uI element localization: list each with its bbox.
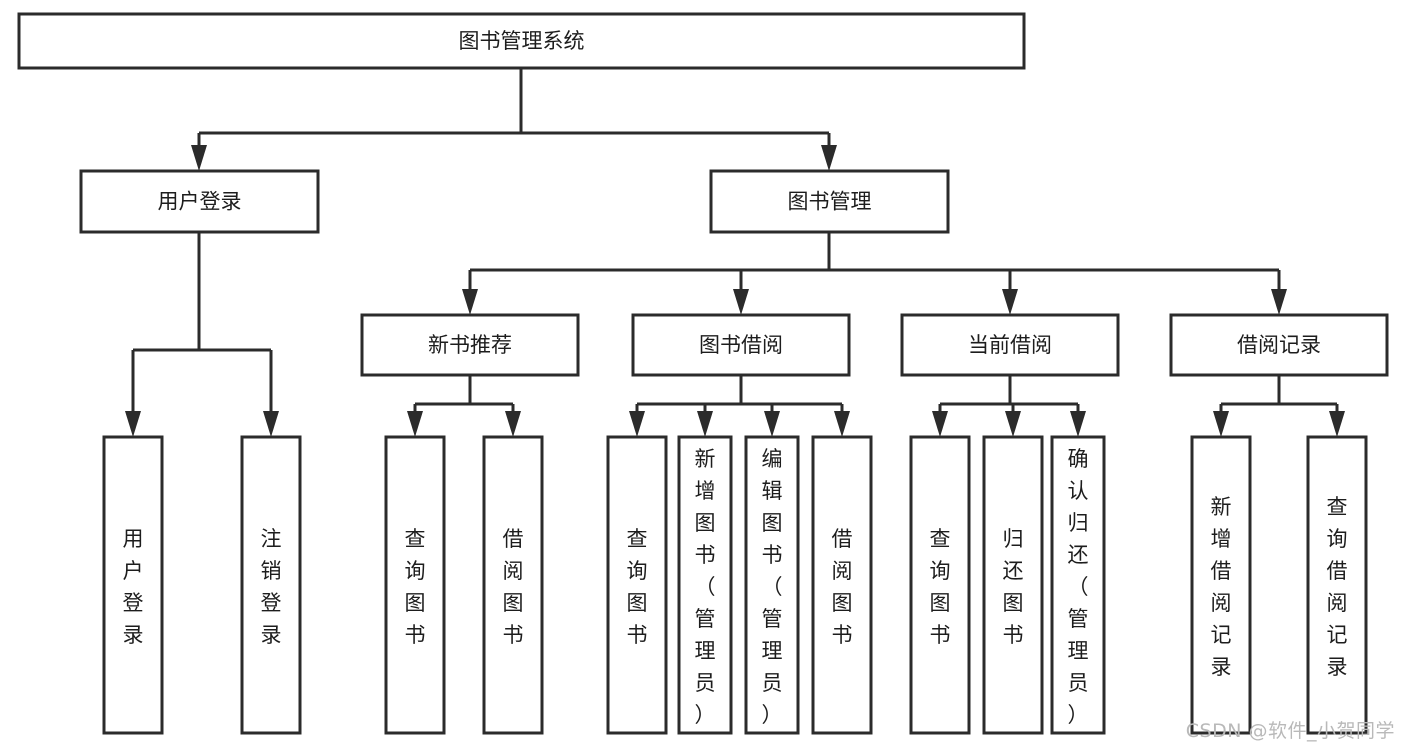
node-label: 用户登录 bbox=[158, 190, 242, 214]
arrow-head bbox=[764, 411, 780, 437]
arrow-head bbox=[697, 411, 713, 437]
node-new-book-rec[interactable]: 新书推荐 bbox=[360, 313, 580, 377]
arrow-head bbox=[1329, 411, 1345, 437]
node-label: 编辑图书（管理员） bbox=[762, 447, 783, 727]
node-book-manage[interactable]: 图书管理 bbox=[709, 169, 950, 234]
node-box[interactable] bbox=[709, 169, 950, 234]
node-label: 归还图书 bbox=[1003, 527, 1024, 647]
node-leaf-add-book-admin[interactable]: 新增图书（管理员） bbox=[677, 435, 733, 735]
node-box[interactable] bbox=[900, 313, 1120, 377]
node-label: 借阅图书 bbox=[503, 527, 524, 647]
node-layer: 图书管理系统用户登录图书管理新书推荐图书借阅当前借阅借阅记录用户登录注销登录查询… bbox=[17, 12, 1389, 735]
node-leaf-edit-book-admin[interactable]: 编辑图书（管理员） bbox=[744, 435, 800, 735]
node-box[interactable] bbox=[384, 435, 446, 735]
connector-layer bbox=[125, 68, 1345, 437]
node-label: 注销登录 bbox=[261, 527, 282, 647]
node-label: 借阅图书 bbox=[832, 527, 853, 647]
node-label: 图书管理 bbox=[788, 190, 872, 214]
node-box[interactable] bbox=[909, 435, 971, 735]
arrow-head bbox=[932, 411, 948, 437]
node-borrow-record[interactable]: 借阅记录 bbox=[1169, 313, 1389, 377]
arrow-head bbox=[1070, 411, 1086, 437]
node-label: 新增图书（管理员） bbox=[695, 447, 716, 727]
node-leaf-user-login[interactable]: 用户登录 bbox=[102, 435, 164, 735]
node-current-borrow[interactable]: 当前借阅 bbox=[900, 313, 1120, 377]
node-leaf-confirm-return-admin[interactable]: 确认归还（管理员） bbox=[1050, 435, 1106, 735]
node-label: 查询借阅记录 bbox=[1327, 495, 1348, 679]
node-label: 查询图书 bbox=[627, 527, 648, 647]
arrow-head bbox=[1005, 411, 1021, 437]
arrow-head bbox=[505, 411, 521, 437]
node-box[interactable] bbox=[677, 435, 733, 735]
node-user-login[interactable]: 用户登录 bbox=[79, 169, 320, 234]
node-box[interactable] bbox=[606, 435, 668, 735]
node-label: 当前借阅 bbox=[968, 333, 1052, 357]
node-box[interactable] bbox=[1169, 313, 1389, 377]
node-box[interactable] bbox=[1050, 435, 1106, 735]
node-box[interactable] bbox=[631, 313, 851, 377]
arrow-head bbox=[462, 289, 478, 315]
arrow-head bbox=[629, 411, 645, 437]
arrow-head bbox=[1213, 411, 1229, 437]
node-label: 新书推荐 bbox=[428, 333, 512, 357]
node-box[interactable] bbox=[1190, 435, 1252, 735]
node-label: 图书管理系统 bbox=[459, 29, 585, 53]
node-box[interactable] bbox=[811, 435, 873, 735]
node-label: 借阅记录 bbox=[1237, 333, 1321, 357]
arrow-head bbox=[834, 411, 850, 437]
node-label: 新增借阅记录 bbox=[1211, 495, 1232, 679]
node-book-borrow[interactable]: 图书借阅 bbox=[631, 313, 851, 377]
arrow-head bbox=[1271, 289, 1287, 315]
node-box[interactable] bbox=[482, 435, 544, 735]
arrow-head bbox=[407, 411, 423, 437]
arrow-head bbox=[1002, 289, 1018, 315]
node-label: 查询图书 bbox=[930, 527, 951, 647]
node-leaf-query-book-current[interactable]: 查询图书 bbox=[909, 435, 971, 735]
node-leaf-return-book[interactable]: 归还图书 bbox=[982, 435, 1044, 735]
node-box[interactable] bbox=[79, 169, 320, 234]
node-box[interactable] bbox=[102, 435, 164, 735]
node-box[interactable] bbox=[360, 313, 580, 377]
arrow-head bbox=[263, 411, 279, 437]
arrow-head bbox=[191, 145, 207, 171]
node-leaf-borrow-book-rec[interactable]: 借阅图书 bbox=[482, 435, 544, 735]
arrow-head bbox=[733, 289, 749, 315]
node-box[interactable] bbox=[982, 435, 1044, 735]
node-box[interactable] bbox=[1306, 435, 1368, 735]
node-label: 确认归还（管理员） bbox=[1068, 447, 1089, 727]
node-label: 图书借阅 bbox=[699, 333, 783, 357]
node-label: 用户登录 bbox=[123, 527, 144, 647]
node-leaf-logout[interactable]: 注销登录 bbox=[240, 435, 302, 735]
node-box[interactable] bbox=[17, 12, 1026, 70]
node-leaf-add-borrow-record[interactable]: 新增借阅记录 bbox=[1190, 435, 1252, 735]
node-leaf-query-book-borrow[interactable]: 查询图书 bbox=[606, 435, 668, 735]
node-box[interactable] bbox=[240, 435, 302, 735]
arrow-head bbox=[821, 145, 837, 171]
node-leaf-borrow-book[interactable]: 借阅图书 bbox=[811, 435, 873, 735]
node-leaf-query-borrow-record[interactable]: 查询借阅记录 bbox=[1306, 435, 1368, 735]
node-label: 查询图书 bbox=[405, 527, 426, 647]
arrow-head bbox=[125, 411, 141, 437]
node-root[interactable]: 图书管理系统 bbox=[17, 12, 1026, 70]
node-box[interactable] bbox=[744, 435, 800, 735]
node-leaf-query-book-rec[interactable]: 查询图书 bbox=[384, 435, 446, 735]
